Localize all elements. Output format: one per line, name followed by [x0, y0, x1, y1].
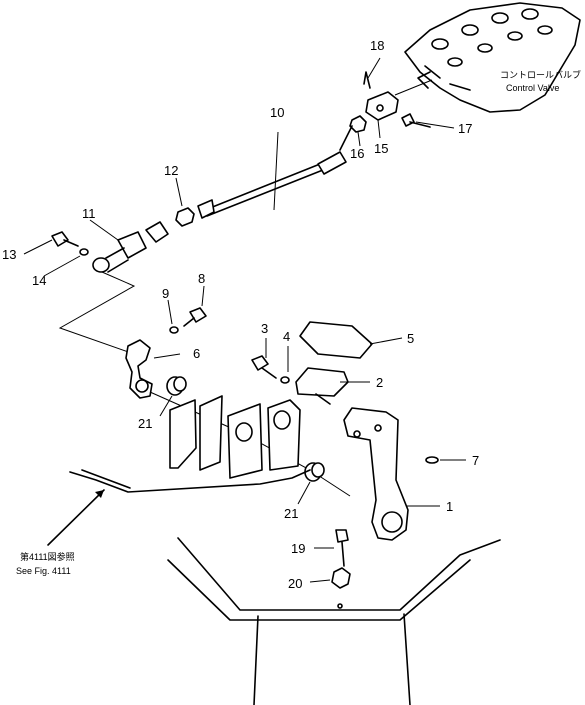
callout-17: 17: [458, 121, 472, 136]
callout-21-lower: 21: [284, 506, 298, 521]
callout-1: 1: [446, 499, 453, 514]
bolt-13: [51, 231, 79, 247]
callout-3: 3: [261, 321, 268, 336]
control-valve: [404, 2, 581, 113]
callout-13: 13: [2, 247, 16, 262]
callout-19: 19: [291, 541, 305, 556]
bolt-8: [183, 307, 207, 327]
reference-label-en: See Fig. 4111: [16, 566, 71, 576]
callout-10: 10: [270, 105, 284, 120]
floor-plate: [69, 469, 501, 705]
callout-20: 20: [288, 576, 302, 591]
callout-15: 15: [374, 141, 388, 156]
reference-label-jp: 第4111図参照: [20, 551, 75, 562]
leader-lines: [23, 57, 466, 583]
callout-6: 6: [193, 346, 200, 361]
control-valve-label-en: Control Valve: [506, 83, 559, 93]
callout-14: 14: [32, 273, 46, 288]
callout-12: 12: [164, 163, 178, 178]
pedal-pad: [295, 367, 349, 405]
callout-5: 5: [407, 331, 414, 346]
callout-7: 7: [472, 453, 479, 468]
control-rod: [197, 125, 353, 219]
pedal-arm: [343, 407, 439, 541]
nut-12: [175, 207, 195, 227]
nut-20: [331, 567, 351, 609]
washer-9: [169, 326, 179, 334]
callout-11: 11: [82, 206, 96, 221]
callout-9: 9: [162, 286, 169, 301]
washer-4: [280, 376, 290, 384]
control-valve-label-jp: コントロールバルブ: [500, 69, 581, 80]
pedal-rubber: [299, 321, 373, 359]
callout-4: 4: [283, 329, 290, 344]
callout-8: 8: [198, 271, 205, 286]
reference-arrow: [47, 489, 105, 546]
bolt-19: [335, 529, 349, 567]
clevis: [363, 71, 399, 121]
callout-18: 18: [370, 38, 384, 53]
bolt-3: [251, 355, 277, 379]
callout-21-upper: 21: [138, 416, 152, 431]
rod-end: [92, 221, 169, 273]
washer-14: [79, 248, 89, 256]
lock-nut-16: [349, 115, 367, 133]
lever-6: [125, 339, 153, 399]
callout-2: 2: [376, 375, 383, 390]
clevis-pin: [401, 113, 431, 128]
callout-16: 16: [350, 146, 364, 161]
bushing-21-upper: [166, 376, 187, 396]
bushing-21-lower: [304, 462, 325, 482]
bracket: [169, 395, 301, 479]
